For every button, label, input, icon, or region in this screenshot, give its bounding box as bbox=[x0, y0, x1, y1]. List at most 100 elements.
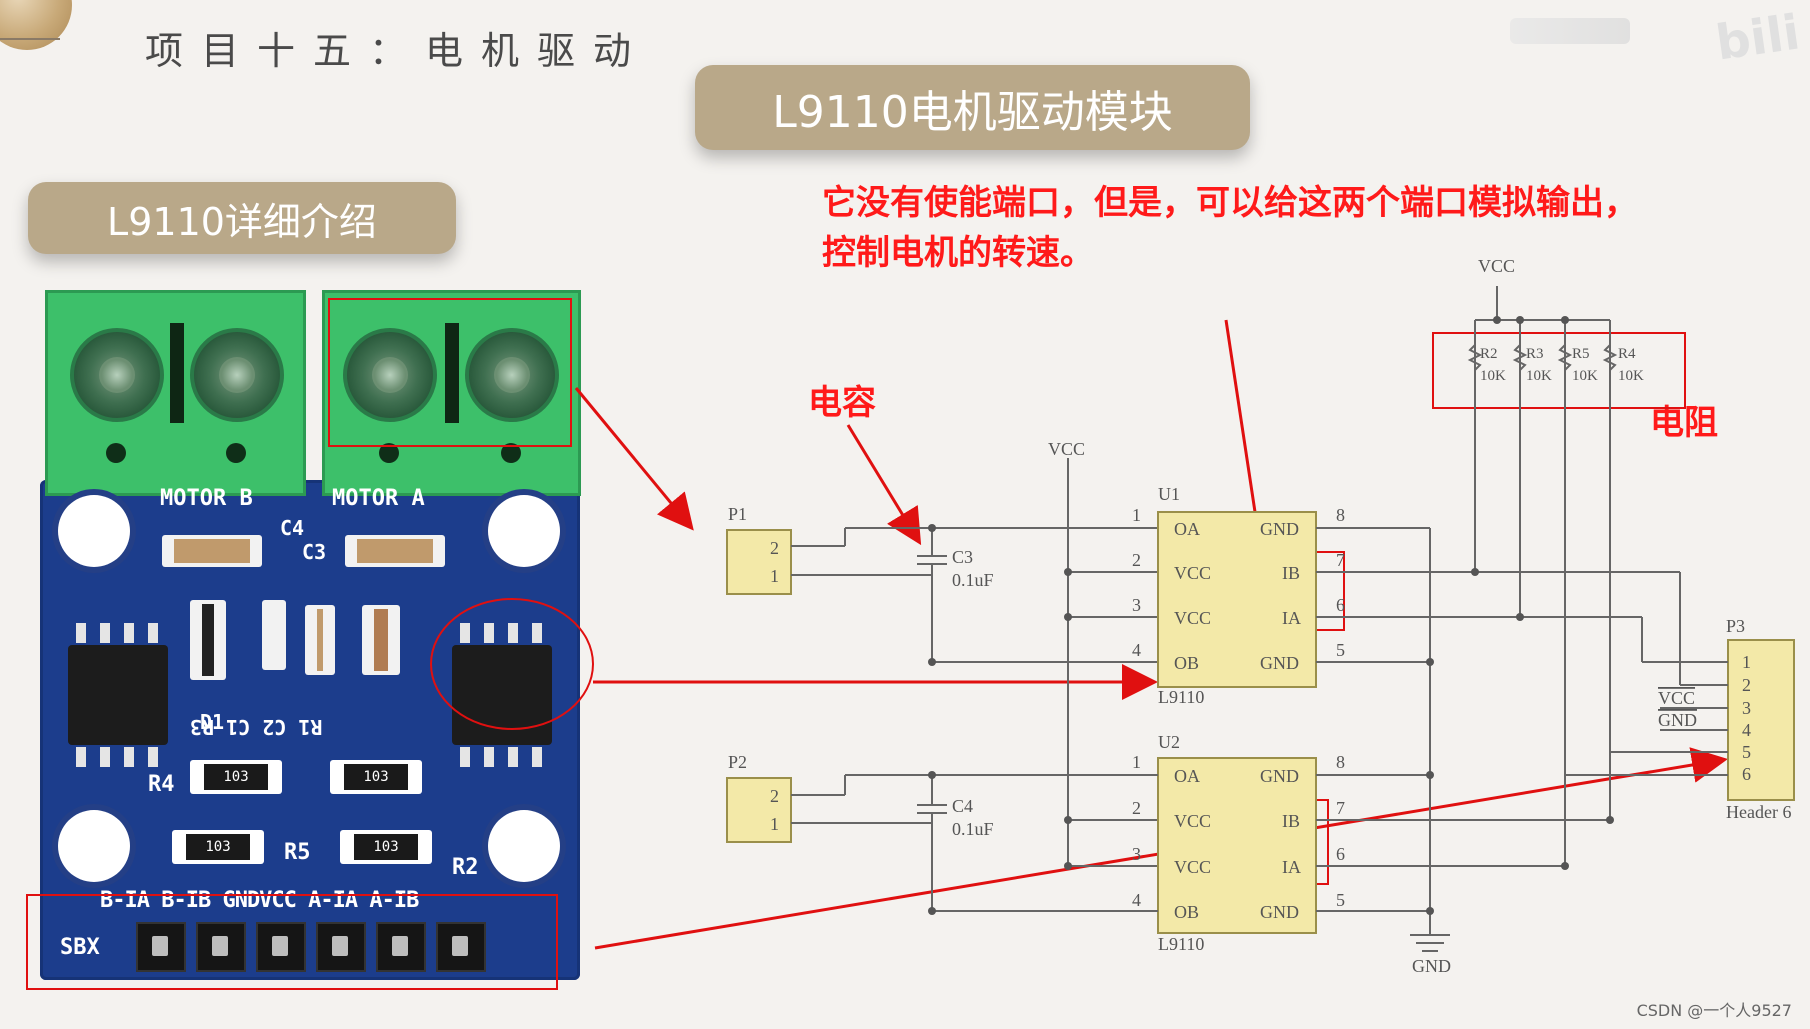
arrow-to-capacitor bbox=[846, 424, 922, 546]
header-name: Header 6 bbox=[1726, 802, 1791, 822]
sbx-label: SBX bbox=[60, 935, 100, 960]
u1-part-name: L9110 bbox=[1158, 687, 1204, 707]
r3-value: 10K bbox=[1526, 368, 1552, 384]
terminal-slot bbox=[170, 323, 184, 423]
u1-label: U1 bbox=[1158, 484, 1180, 504]
u1-pinnum-5: 5 bbox=[1336, 640, 1345, 660]
page-title: 项目十五：电机驱动 bbox=[145, 29, 650, 73]
resistor-highlight bbox=[1432, 332, 1686, 409]
r4-value: 10K bbox=[1618, 368, 1644, 384]
u1-pinnum-7: 7 bbox=[1336, 550, 1345, 570]
motor-b-terminal bbox=[45, 290, 306, 496]
header-gnd-label: GND bbox=[1658, 710, 1697, 730]
terminal-slot bbox=[445, 323, 459, 423]
p1-pin2: 2 bbox=[770, 538, 779, 558]
u2-pin-ob: OB bbox=[1174, 902, 1199, 922]
c3-value: 0.1uF bbox=[952, 570, 994, 590]
speed-note-line1: 它没有使能端口，但是，可以给这两个端口模拟输出， bbox=[822, 183, 1638, 223]
header-highlight bbox=[26, 894, 558, 990]
u2-pin-gnd2: GND bbox=[1260, 902, 1299, 922]
mounting-hole bbox=[488, 495, 560, 567]
header-pin bbox=[256, 922, 306, 972]
p3-pin-6: 6 bbox=[1742, 764, 1751, 784]
u1-pin-gnd1: GND bbox=[1260, 519, 1299, 539]
mounting-hole bbox=[488, 810, 560, 882]
capacitor-smd bbox=[362, 605, 400, 675]
capacitor-smd bbox=[162, 535, 262, 567]
c3-label: C3 bbox=[952, 547, 973, 567]
screw-icon bbox=[70, 328, 164, 422]
p3-pin-2: 2 bbox=[1742, 675, 1751, 695]
u1-pin-vcc1: VCC bbox=[1174, 563, 1211, 583]
u2-pin-oa: OA bbox=[1174, 766, 1200, 786]
arrow-to-ib bbox=[1224, 319, 1274, 551]
u1-pinnum-8: 8 bbox=[1336, 505, 1345, 525]
mounting-hole bbox=[58, 810, 130, 882]
p3-pin-4: 4 bbox=[1742, 720, 1751, 740]
l9110-chip-left bbox=[68, 623, 168, 767]
module-title-pill: L9110电机驱动模块 bbox=[695, 65, 1250, 150]
u1-pin-oa: OA bbox=[1174, 519, 1200, 539]
screw-icon bbox=[343, 328, 437, 422]
p2-pin1: 1 bbox=[770, 814, 779, 834]
header-vcc-label: VCC bbox=[1658, 688, 1695, 708]
u2-pinnum-6: 6 bbox=[1336, 844, 1345, 864]
p1-label: P1 bbox=[728, 504, 747, 524]
u2-pinnum-8: 8 bbox=[1336, 752, 1345, 772]
p3-pin-3: 3 bbox=[1742, 698, 1751, 718]
chip-highlight bbox=[430, 598, 594, 730]
header-pin bbox=[196, 922, 246, 972]
r4-ref: R4 bbox=[1618, 346, 1636, 362]
c4-label: C4 bbox=[952, 796, 973, 816]
r2-ref: R2 bbox=[1480, 346, 1498, 362]
r2-label: R2 bbox=[452, 855, 479, 880]
r5-ref: R5 bbox=[1572, 346, 1590, 362]
u1-pinnum-4: 4 bbox=[1132, 640, 1141, 660]
p3-label: P3 bbox=[1726, 616, 1745, 636]
screw-icon bbox=[465, 328, 559, 422]
detail-intro-pill: L9110详细介绍 bbox=[28, 182, 456, 254]
u1-pinnum-6: 6 bbox=[1336, 595, 1345, 615]
u2-pin-vcc1: VCC bbox=[1174, 811, 1211, 831]
resistor-smd bbox=[190, 600, 226, 680]
screw-icon bbox=[190, 328, 284, 422]
p3-pin-1: 1 bbox=[1742, 652, 1751, 672]
p3-pin-5: 5 bbox=[1742, 742, 1751, 762]
u1-pin-ib: IB bbox=[1282, 563, 1300, 583]
header-pin bbox=[316, 922, 366, 972]
header-pin-labels: B-IA B-IB GNDVCC A-IA A-IB bbox=[100, 888, 419, 913]
motor-a-terminal bbox=[322, 290, 581, 496]
terminal-hole bbox=[106, 443, 126, 463]
footer-credit: CSDN @一个人9527 bbox=[1636, 1001, 1792, 1020]
p2-label: P2 bbox=[728, 752, 747, 772]
terminal-hole bbox=[379, 443, 399, 463]
u2-pin-ib: IB bbox=[1282, 811, 1300, 831]
u1-pinnum-2: 2 bbox=[1132, 550, 1141, 570]
motor-a-label: MOTOR A bbox=[332, 486, 425, 511]
speed-note-line2: 控制电机的转速。 bbox=[822, 233, 1094, 273]
u2-pinnum-5: 5 bbox=[1336, 890, 1345, 910]
u2-pinnum-2: 2 bbox=[1132, 798, 1141, 818]
r5-label: R5 bbox=[284, 840, 311, 865]
u2-pinnum-4: 4 bbox=[1132, 890, 1141, 910]
capacitor-annotation: 电容 bbox=[808, 383, 876, 423]
arrow-to-p1 bbox=[574, 387, 694, 531]
u2-pinnum-1: 1 bbox=[1132, 752, 1141, 772]
r5-value: 10K bbox=[1572, 368, 1598, 384]
capacitor-smd bbox=[345, 535, 445, 567]
u1-pinnum-3: 3 bbox=[1132, 595, 1141, 615]
terminal-hole bbox=[226, 443, 246, 463]
u1-pinnum-1: 1 bbox=[1132, 505, 1141, 525]
resistor-103: 103 bbox=[190, 760, 282, 794]
r2-value: 10K bbox=[1480, 368, 1506, 384]
vcc-top-label: VCC bbox=[1478, 256, 1515, 276]
u2-label: U2 bbox=[1158, 732, 1180, 752]
u1-pin-gnd2: GND bbox=[1260, 653, 1299, 673]
led-smd bbox=[262, 600, 286, 670]
watermark-mark bbox=[1510, 18, 1630, 44]
r4-label: R4 bbox=[148, 772, 175, 797]
u2-pin-vcc2: VCC bbox=[1174, 857, 1211, 877]
u1-pin-ob: OB bbox=[1174, 653, 1199, 673]
u1-pin-ia: IA bbox=[1282, 608, 1301, 628]
